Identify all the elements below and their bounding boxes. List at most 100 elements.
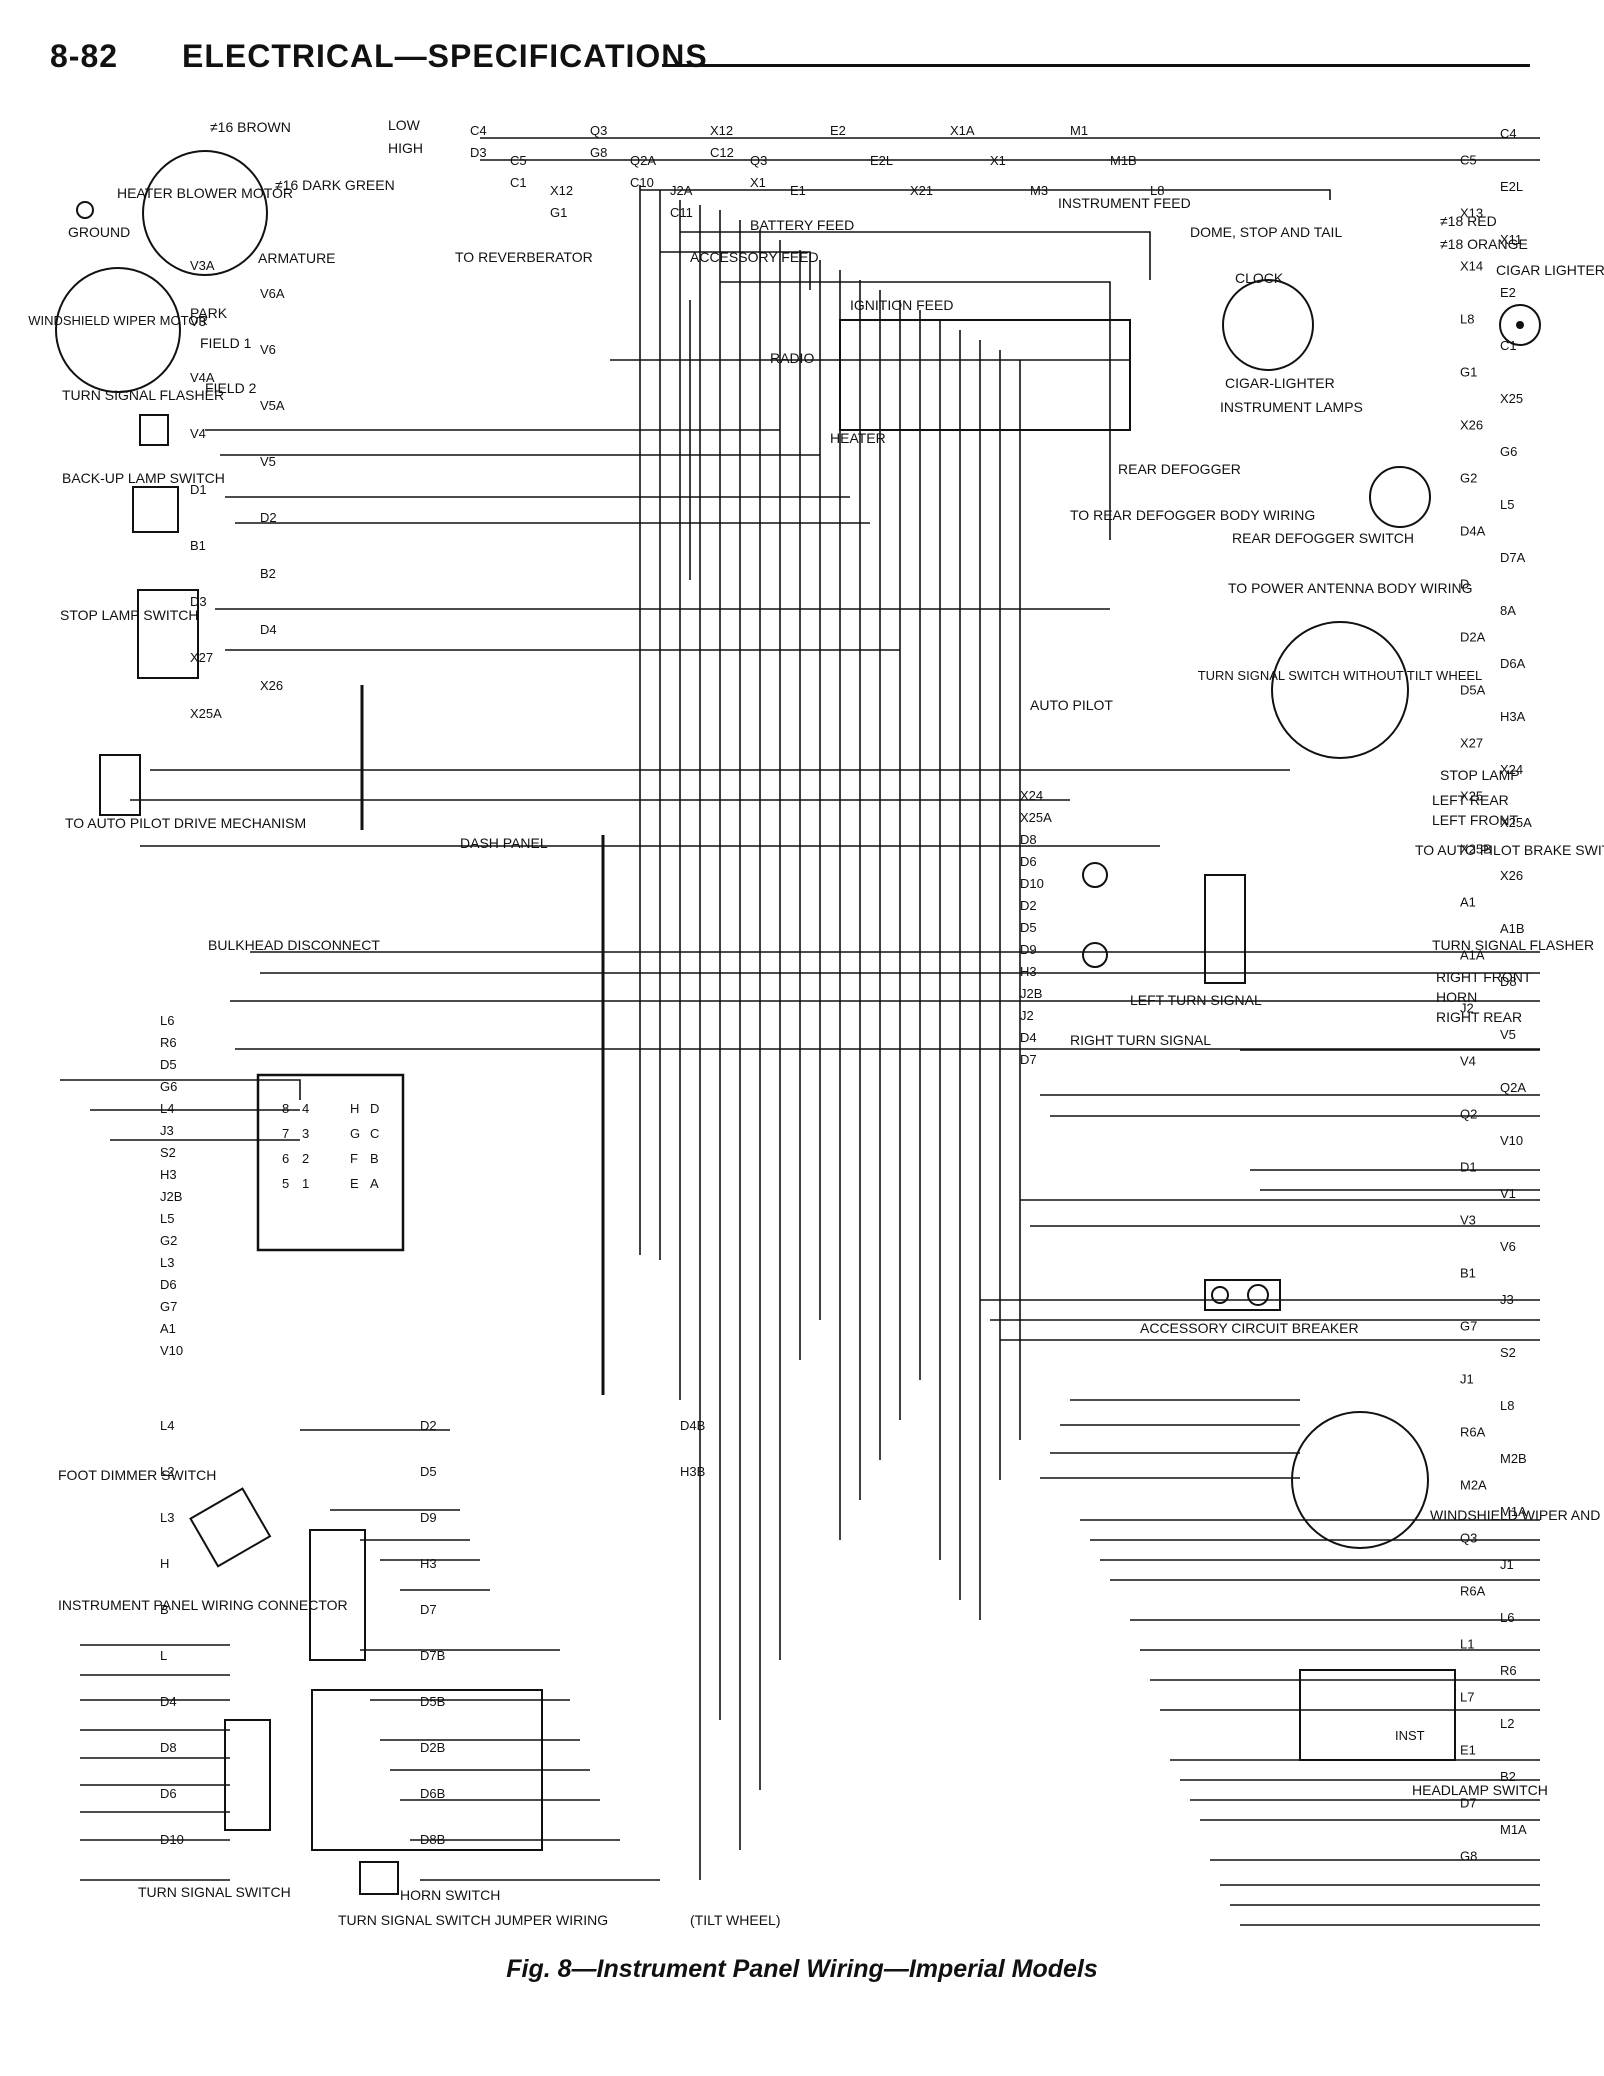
bulkhead-pin: H [350,1101,359,1116]
wire-label-right: X24 [1500,762,1523,777]
inst-label: INST [1395,1728,1425,1743]
wiper-motor-label: WINDSHIELD WIPER MOTOR [28,313,208,328]
wire-label-right: X11 [1500,232,1522,247]
wire-label-top: X21 [910,183,933,198]
ts-flasher-label: TURN SIGNAL FLASHER [1432,937,1594,953]
wire-label-top: G8 [590,145,607,160]
headlamp-switch-label: HEADLAMP SWITCH [1412,1782,1548,1798]
wire-label-top: C10 [630,175,654,190]
wire-label-bottom: D9 [420,1510,437,1525]
page-title: ELECTRICAL—SPECIFICATIONS [182,38,708,74]
center-connector: LEFT TURN SIGNAL RIGHT TURN SIGNAL [1070,862,1262,1048]
wire-label-right: V1 [1500,1186,1516,1201]
wire-label-bulkhead: D6 [160,1277,177,1292]
wire-label-bottom: D2B [420,1740,445,1755]
turn-signal-switch-no-tilt: TURN SIGNAL SWITCH WITHOUT TILT WHEEL [1198,621,1482,759]
wire-label-top: C12 [710,145,734,160]
power-antenna-label: TO POWER ANTENNA BODY WIRING [1228,580,1473,596]
wire-label-left: V6 [260,342,276,357]
wire-label-center: D5 [1020,920,1037,935]
wire-label-right: C5 [1460,153,1477,168]
battery-feed-label: BATTERY FEED [750,217,854,233]
brown-wire-label: ≠16 BROWN [210,119,291,135]
wire-label-bulkhead: L3 [160,1255,174,1270]
wire-label-left: V3A [190,258,215,273]
right-rear-label: RIGHT REAR [1436,1009,1522,1025]
wire-label-center: X25A [1020,810,1052,825]
wire-label-bulkhead: J3 [160,1123,174,1138]
jumper-wiring-box: HORN SWITCH TURN SIGNAL SWITCH JUMPER WI… [311,1689,781,1928]
jumper-wiring-label: TURN SIGNAL SWITCH JUMPER WIRING [338,1912,608,1928]
wire-label-right: H3A [1500,709,1526,724]
wire-label-bottom: D4 [160,1694,177,1709]
wire-label-right: D7A [1500,550,1526,565]
turn-signal-switch-lower: TURN SIGNAL SWITCH [138,1529,366,1900]
wire-label-right: E2L [1500,179,1523,194]
wire-label-right: M2B [1500,1451,1527,1466]
instrument-feed-label: INSTRUMENT FEED [1058,195,1191,211]
wire-label-top: X1A [950,123,975,138]
dark-green-wire-label: ≠16 DARK GREEN [275,177,395,193]
wire-label-top: G1 [550,205,567,220]
heater-label: HEATER [830,430,886,446]
bulkhead-disconnect-label: BULKHEAD DISCONNECT [208,937,380,953]
wire-label-right: X14 [1460,259,1483,274]
bulkhead-pin: 5 [282,1176,289,1191]
wire-label-right: Q3 [1460,1531,1477,1546]
right-turn-signal-label: RIGHT TURN SIGNAL [1070,1032,1211,1048]
wire-label-top: M1 [1070,123,1088,138]
turn-signal-flasher: TURN SIGNAL FLASHER [62,387,224,446]
wire-label-right: E1 [1460,1743,1476,1758]
wire-label-center: J2 [1020,1008,1034,1023]
wire-label-right: R6 [1500,1663,1517,1678]
orange-wire-label: ≠18 ORANGE [1440,236,1528,252]
wire-label-bulkhead: V10 [160,1343,183,1358]
accessory-feed-label: ACCESSORY FEED [690,249,819,265]
left-rear-label: LEFT REAR [1432,792,1509,808]
wire-label-left: D2 [260,510,277,525]
wire-label-center: D4 [1020,1030,1037,1045]
wire-label-right: C1 [1500,338,1517,353]
accessory-circuit-breaker: ACCESSORY CIRCUIT BREAKER [1140,1279,1359,1336]
bulkhead-pin: 8 [282,1101,289,1116]
wire-label-right: L7 [1460,1690,1474,1705]
accessory-breaker-label: ACCESSORY CIRCUIT BREAKER [1140,1320,1359,1336]
instrument-lamps-label: INSTRUMENT LAMPS [1220,399,1363,415]
stop-lamp-switch-label: STOP LAMP SWITCH [60,607,198,623]
wire-label-top: E1 [790,183,806,198]
auto-pilot-label: AUTO PILOT [1030,697,1113,713]
wire-label-top: X12 [710,123,733,138]
wire-label-bottom: L2 [160,1464,174,1479]
auto-pilot-drive-label: TO AUTO PILOT DRIVE MECHANISM [65,815,306,831]
wire-label-left: B1 [190,538,206,553]
wire-label-bottom: D6 [160,1786,177,1801]
wire-label-right: J1 [1460,1372,1474,1387]
bulkhead-pin: B [370,1151,379,1166]
backup-lamp-switch: BACK-UP LAMP SWITCH [62,470,225,533]
wire-label-bottom: D6B [420,1786,445,1801]
page-header: 8-82 ELECTRICAL—SPECIFICATIONS [50,38,1530,78]
wire-label-center: D6 [1020,854,1037,869]
park-label: PARK [190,305,228,321]
wire-label-bottom: L4 [160,1418,174,1433]
wire-label-right: L6 [1500,1610,1514,1625]
wire-label-right: L8 [1500,1398,1514,1413]
wire-label-right: J1 [1500,1557,1514,1572]
wire-label-bottom: D5 [420,1464,437,1479]
dash-panel: DASH PANEL [360,685,605,1395]
bulkhead-disconnect: BULKHEAD DISCONNECT [208,937,405,1252]
headlamp-switch: INST HEADLAMP SWITCH [1299,1669,1548,1798]
wire-label-left: V5 [260,454,276,469]
horn-label: HORN [1436,989,1477,1005]
wire-label-right: A1 [1460,895,1476,910]
cigar-lighter: CIGAR LIGHTER [1496,262,1604,346]
wire-label-right: D1 [1460,1160,1477,1175]
wire-label-right: D2A [1460,630,1486,645]
wire-label-bottom: D2 [420,1418,437,1433]
turn-signal-switch-label: TURN SIGNAL SWITCH [138,1884,291,1900]
wire-label-left: V3 [190,314,206,329]
armature-label: ARMATURE [258,250,336,266]
wire-label-left: X26 [260,678,283,693]
wire-label-bulkhead: A1 [160,1321,176,1336]
red-wire-label: ≠18 RED [1440,213,1497,229]
